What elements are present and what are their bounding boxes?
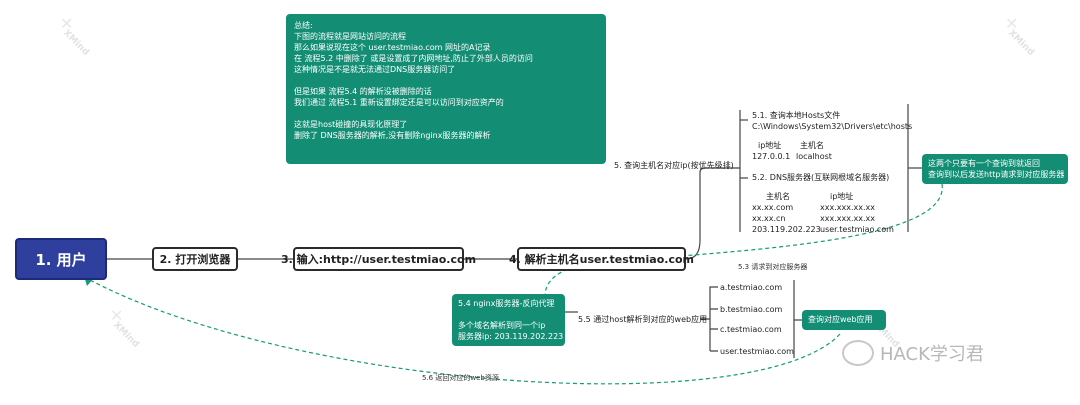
dns-row-ip: user.testmiao.com: [820, 225, 894, 234]
node-query-ip[interactable]: 5. 查询主机名对应ip(按优先级排): [614, 161, 734, 170]
node-label: 4. 解析主机名user.testmiao.com: [509, 253, 694, 266]
dashed-5-6: [89, 279, 841, 385]
link-step4-step5: [685, 167, 740, 260]
root-label: 1. 用户: [35, 250, 87, 269]
dns-row-ip: xxx.xxx.xx.xx: [820, 203, 875, 212]
node-dns-title[interactable]: 5.2. DNS服务器(互联网根域名服务器): [752, 173, 890, 182]
watermark-x-icon: ✕: [1005, 14, 1019, 33]
hosts-row-ip: 127.0.0.1: [752, 152, 791, 161]
node-host-resolve-web[interactable]: 5.5 通过host解析到对应的web应用: [578, 315, 708, 324]
label-request-server: 5.3 请求到对应服务器: [738, 263, 808, 271]
node-nginx-proxy[interactable]: 5.4 nginx服务器-反向代理 多个域名解析到同一个ip 服务器ip: 20…: [452, 294, 565, 346]
summary-box: 总结: 下图的流程就是网站访问的流程那么如果说现在这个 user.testmiao…: [286, 14, 606, 164]
summary-line: 删除了 DNS服务器的解析,没有删除nginx服务器的解析: [294, 131, 491, 140]
wechat-icon: [842, 340, 874, 366]
summary-line: 那么如果说现在这个 user.testmiao.com 网址的A记录: [294, 43, 491, 52]
summary-line: 在 流程5.2 中删除了 或是设置成了内网地址,防止了外部人员的访问: [294, 54, 533, 63]
summary-line: 这种情况是不是就无法通过DNS服务器访问了: [294, 65, 456, 74]
node-label: 3. 输入:http://user.testmiao.com: [280, 253, 477, 266]
summary-line: 下图的流程就是网站访问的流程: [294, 32, 406, 41]
node-enter-url[interactable]: 3. 输入:http://user.testmiao.com: [281, 247, 476, 271]
dns-row-name: xx.xx.cn: [752, 214, 786, 223]
watermark-x-icon: ✕: [110, 306, 124, 325]
summary-line: [294, 108, 598, 119]
dns-row-name: 203.119.202.223: [752, 225, 821, 234]
host-item[interactable]: user.testmiao.com: [720, 347, 794, 356]
dns-row-name: xx.xx.com: [752, 203, 794, 212]
link-step5-5-hostlist: [700, 286, 718, 352]
note-query-result[interactable]: 这两个只要有一个查询到就返回 查询到以后发送http请求到对应服务器: [922, 154, 1068, 184]
node-open-browser[interactable]: 2. 打开浏览器: [152, 247, 238, 271]
hosts-header-name: 主机名: [800, 141, 824, 150]
host-item[interactable]: c.testmiao.com: [720, 325, 782, 334]
hosts-row-name: localhost: [796, 152, 832, 161]
label-return-web: 5.6 返回对应的web资源: [422, 374, 499, 382]
summary-line: [294, 75, 598, 86]
node-hosts-file-path: C:\Windows\System32\Drivers\etc\hosts: [752, 122, 913, 131]
dns-header-name: 主机名: [766, 192, 790, 201]
brand-logo: HACK学习君: [842, 340, 984, 366]
node-label: 2. 打开浏览器: [159, 253, 231, 266]
node-hosts-file-title[interactable]: 5.1. 查询本地Hosts文件: [752, 111, 841, 120]
summary-line: 但是如果 流程5.4 的解析没被删除的话: [294, 87, 432, 96]
node-query-web-app[interactable]: 查询对应web应用: [802, 310, 886, 330]
watermark-x-icon: ✕: [60, 14, 74, 33]
root-node-user[interactable]: 1. 用户: [15, 238, 107, 280]
summary-line: 总结:: [294, 21, 313, 30]
dns-header-ip: ip地址: [830, 192, 854, 201]
summary-line: 我们通过 流程5.1 重新设置绑定还是可以访问到对应资产的: [294, 98, 504, 107]
hosts-header-ip: ip地址: [758, 141, 782, 150]
summary-text: 总结: 下图的流程就是网站访问的流程那么如果说现在这个 user.testmiao…: [294, 20, 598, 141]
summary-line: 这就是host碰撞的具现化原理了: [294, 120, 408, 129]
brand-logo-text: HACK学习君: [880, 344, 984, 365]
dns-row-ip: xxx.xxx.xx.xx: [820, 214, 875, 223]
host-item[interactable]: b.testmiao.com: [720, 305, 783, 314]
host-item[interactable]: a.testmiao.com: [720, 283, 783, 292]
node-resolve-hostname[interactable]: 4. 解析主机名user.testmiao.com: [509, 247, 694, 271]
dashed-5-3: [544, 183, 943, 297]
